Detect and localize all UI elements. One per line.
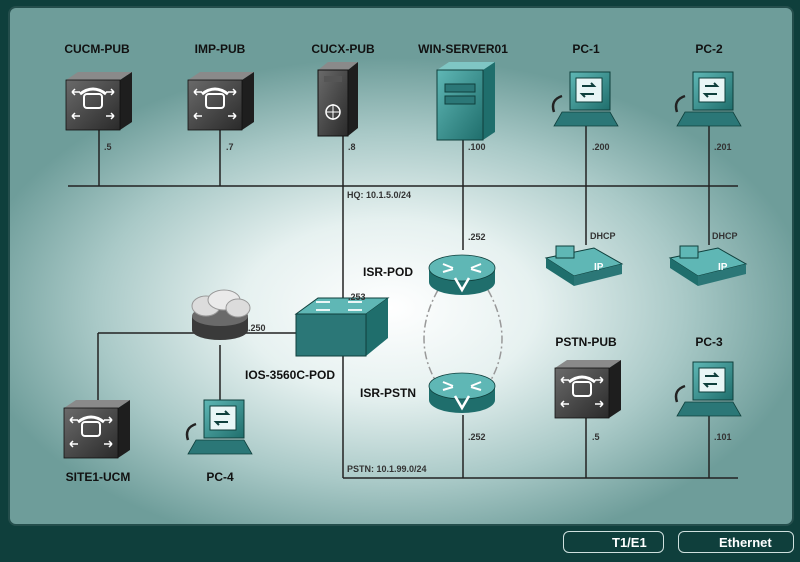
pc1-label: PC-1 [572,42,600,56]
ip-phone-1-icon [545,245,623,287]
pstn-network-label: PSTN: 10.1.99.0/24 [347,464,427,474]
ip-isr-pod: .252 [468,232,486,242]
ip-pc3: .101 [714,432,732,442]
legend-t1e1-label: T1/E1 [612,535,647,550]
site1-ucm-server-icon [62,398,132,460]
diagram-frame [8,6,794,526]
ip-pc2: .201 [714,142,732,152]
site1-ucm-label: SITE1-UCM [65,470,131,484]
ip-phone-2-icon [669,245,747,287]
ip-imp-pub: .7 [226,142,234,152]
pstn-pub-server-icon [553,358,623,420]
isr-pod-router-icon [427,253,497,297]
t1e1-link [423,289,439,386]
pc1-computer-icon [551,70,620,128]
ip-pc1: .200 [592,142,610,152]
ip-cucm-pub: .5 [104,142,112,152]
ip-isr-pstn: .252 [468,432,486,442]
hq-network-label: HQ: 10.1.5.0/24 [347,190,412,200]
pstn-pub-label: PSTN-PUB [555,335,617,349]
pc4-label: PC-4 [206,470,234,484]
switch-label: IOS-3560C-POD [244,368,336,382]
legend-ethernet: Ethernet [678,531,794,553]
pc3-computer-icon [674,360,743,418]
pc2-computer-icon [674,70,743,128]
ip-phone1: DHCP [590,231,616,241]
isr-pstn-router-icon [427,371,497,415]
cucm-pub-server-icon [64,70,134,132]
cucm-pub-label: CUCM-PUB [64,42,130,56]
isr-pstn-label: ISR-PSTN [359,386,417,400]
ip-win-server: .100 [468,142,486,152]
site1-cloud-router-icon [191,289,251,340]
pc2-label: PC-2 [695,42,723,56]
ios-3560c-switch-icon [294,297,390,357]
legend-t1e1: T1/E1 [563,531,664,553]
ip-cucx-pub: .8 [348,142,356,152]
cucx-pub-tower-icon [317,62,358,137]
win-server-icon [436,62,495,141]
legend-ethernet-label: Ethernet [719,535,772,550]
isr-pod-label: ISR-POD [362,265,414,279]
ip-pstn-pub: .5 [592,432,600,442]
pc4-computer-icon [185,398,254,456]
ip-phone2: DHCP [712,231,738,241]
ip-cloud: .250 [248,323,266,333]
imp-pub-server-icon [186,70,256,132]
cucx-pub-label: CUCX-PUB [311,42,375,56]
win-server-label: WIN-SERVER01 [418,42,508,56]
imp-pub-label: IMP-PUB [194,42,246,56]
pc3-label: PC-3 [695,335,723,349]
ip-switch: .253 [348,292,366,302]
t1e1-link [487,289,503,386]
